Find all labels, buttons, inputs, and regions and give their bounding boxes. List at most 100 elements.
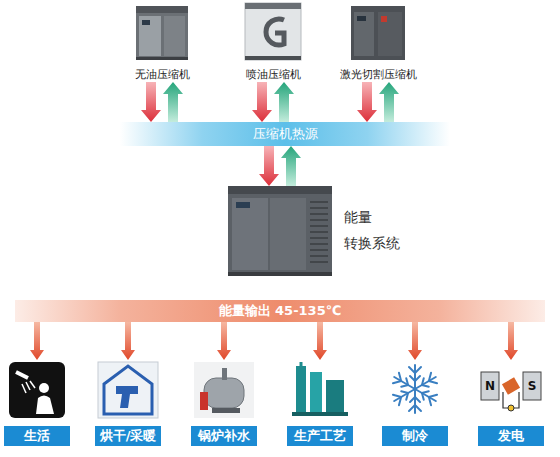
pipe bbox=[222, 368, 227, 380]
application-node: 生产工艺 bbox=[285, 360, 355, 448]
base bbox=[136, 57, 188, 60]
heat-source-band: 压缩机热源 bbox=[120, 122, 450, 146]
tower bbox=[296, 366, 306, 414]
person-head bbox=[39, 383, 49, 393]
node-label: 能量输出 45-135℃ bbox=[15, 300, 545, 322]
base bbox=[228, 272, 332, 276]
drop bbox=[22, 384, 26, 393]
drying-heating-icon bbox=[98, 362, 158, 418]
node-label: 烘干/采暖 bbox=[95, 426, 161, 446]
vent-slat bbox=[310, 261, 328, 263]
vent-slat bbox=[310, 243, 328, 245]
compressor-unit: 喷油压缩机 bbox=[231, 4, 315, 82]
cabinet-top bbox=[136, 6, 188, 13]
vent-slat bbox=[310, 219, 328, 221]
heat-flow-arrow bbox=[408, 322, 422, 360]
branch bbox=[410, 376, 415, 381]
house-outline bbox=[104, 366, 152, 414]
snowflake-arm bbox=[391, 384, 418, 406]
snowflake-arm bbox=[409, 365, 421, 389]
heat-flow-arrow bbox=[252, 82, 272, 122]
node-label: 喷油压缩机 bbox=[231, 68, 315, 82]
node-label: 生活 bbox=[4, 426, 70, 446]
snowflake-arm bbox=[409, 389, 421, 413]
heat-flow-arrow bbox=[281, 146, 301, 186]
front-door bbox=[232, 198, 268, 270]
stack bbox=[300, 362, 303, 366]
vent-slat bbox=[310, 249, 328, 251]
shower-icon bbox=[9, 362, 65, 418]
vent-slat bbox=[310, 201, 328, 203]
tank bbox=[326, 380, 344, 414]
base bbox=[245, 56, 301, 60]
snowflake-arm bbox=[412, 372, 439, 394]
vent-slat bbox=[310, 231, 328, 233]
cabinet bbox=[351, 6, 405, 60]
application-node: 烘干/采暖 bbox=[93, 360, 163, 448]
cabinet bbox=[136, 6, 188, 60]
cabinet bbox=[228, 186, 332, 276]
dryer-shape bbox=[116, 386, 138, 408]
node-label: 压缩机热源 bbox=[120, 122, 450, 146]
water-drops bbox=[22, 381, 35, 393]
boiler-drum bbox=[204, 378, 244, 408]
branch bbox=[415, 376, 420, 381]
oil-injected-compressor-image bbox=[245, 3, 301, 60]
icon-tile bbox=[194, 362, 254, 418]
ground bbox=[292, 412, 348, 416]
person-body bbox=[36, 396, 54, 415]
lamp bbox=[508, 405, 514, 411]
snowflake-icon bbox=[391, 365, 439, 413]
heat-flow-arrow bbox=[141, 82, 161, 122]
cabinet-top bbox=[245, 3, 301, 9]
pole-letter: N bbox=[483, 379, 497, 393]
node-label: 发电 bbox=[478, 426, 544, 446]
application-node: 发电 bbox=[476, 360, 546, 448]
indicator bbox=[381, 16, 387, 22]
cabinet bbox=[245, 3, 301, 60]
heat-flow-arrow bbox=[313, 322, 327, 360]
magnet-pole bbox=[481, 372, 499, 400]
node-label: 无油压缩机 bbox=[120, 68, 204, 82]
compressor-unit: 无油压缩机 bbox=[120, 4, 204, 82]
oil-free-compressor-image bbox=[136, 6, 188, 60]
energy-conversion-unit: 能量 转换系统 bbox=[228, 186, 332, 276]
branch bbox=[415, 367, 421, 373]
burner bbox=[200, 392, 208, 410]
application-node: 制冷 bbox=[380, 360, 450, 448]
generator-icon bbox=[481, 372, 541, 411]
node-label: 锅炉补水 bbox=[191, 426, 257, 446]
vent-slat bbox=[310, 225, 328, 227]
heat-flow-arrow bbox=[274, 82, 294, 122]
drop bbox=[26, 382, 30, 390]
display bbox=[142, 20, 150, 25]
heat-flow-arrow bbox=[163, 82, 183, 122]
icon-tile bbox=[98, 362, 158, 418]
side-panel bbox=[164, 16, 185, 56]
vent-slat bbox=[310, 237, 328, 239]
node-label: 制冷 bbox=[382, 426, 448, 446]
branch bbox=[409, 367, 415, 373]
node-label: 激光切割压缩机 bbox=[336, 68, 420, 82]
energy-output-band: 能量输出 45-135℃ bbox=[15, 300, 545, 322]
side-panel bbox=[378, 12, 402, 56]
front-door bbox=[270, 198, 306, 270]
heat-flow-arrow bbox=[30, 322, 44, 360]
vent-slat bbox=[310, 213, 328, 215]
shower-head bbox=[16, 372, 28, 378]
display bbox=[357, 16, 366, 21]
laser-cutting-compressor-image bbox=[351, 6, 405, 60]
magnet-pole bbox=[523, 372, 541, 400]
icon-tile bbox=[9, 362, 65, 418]
application-node: 生活 bbox=[2, 360, 72, 448]
drop bbox=[30, 381, 35, 388]
application-node: 锅炉补水 bbox=[189, 360, 259, 448]
front-door bbox=[354, 12, 374, 56]
heat-flow-arrow bbox=[217, 322, 231, 360]
arm-line bbox=[414, 365, 416, 389]
energy-conversion-machine-image bbox=[228, 186, 332, 276]
factory-icon bbox=[292, 362, 348, 416]
snowflake-arm bbox=[391, 372, 418, 394]
vent-slat bbox=[310, 255, 328, 257]
